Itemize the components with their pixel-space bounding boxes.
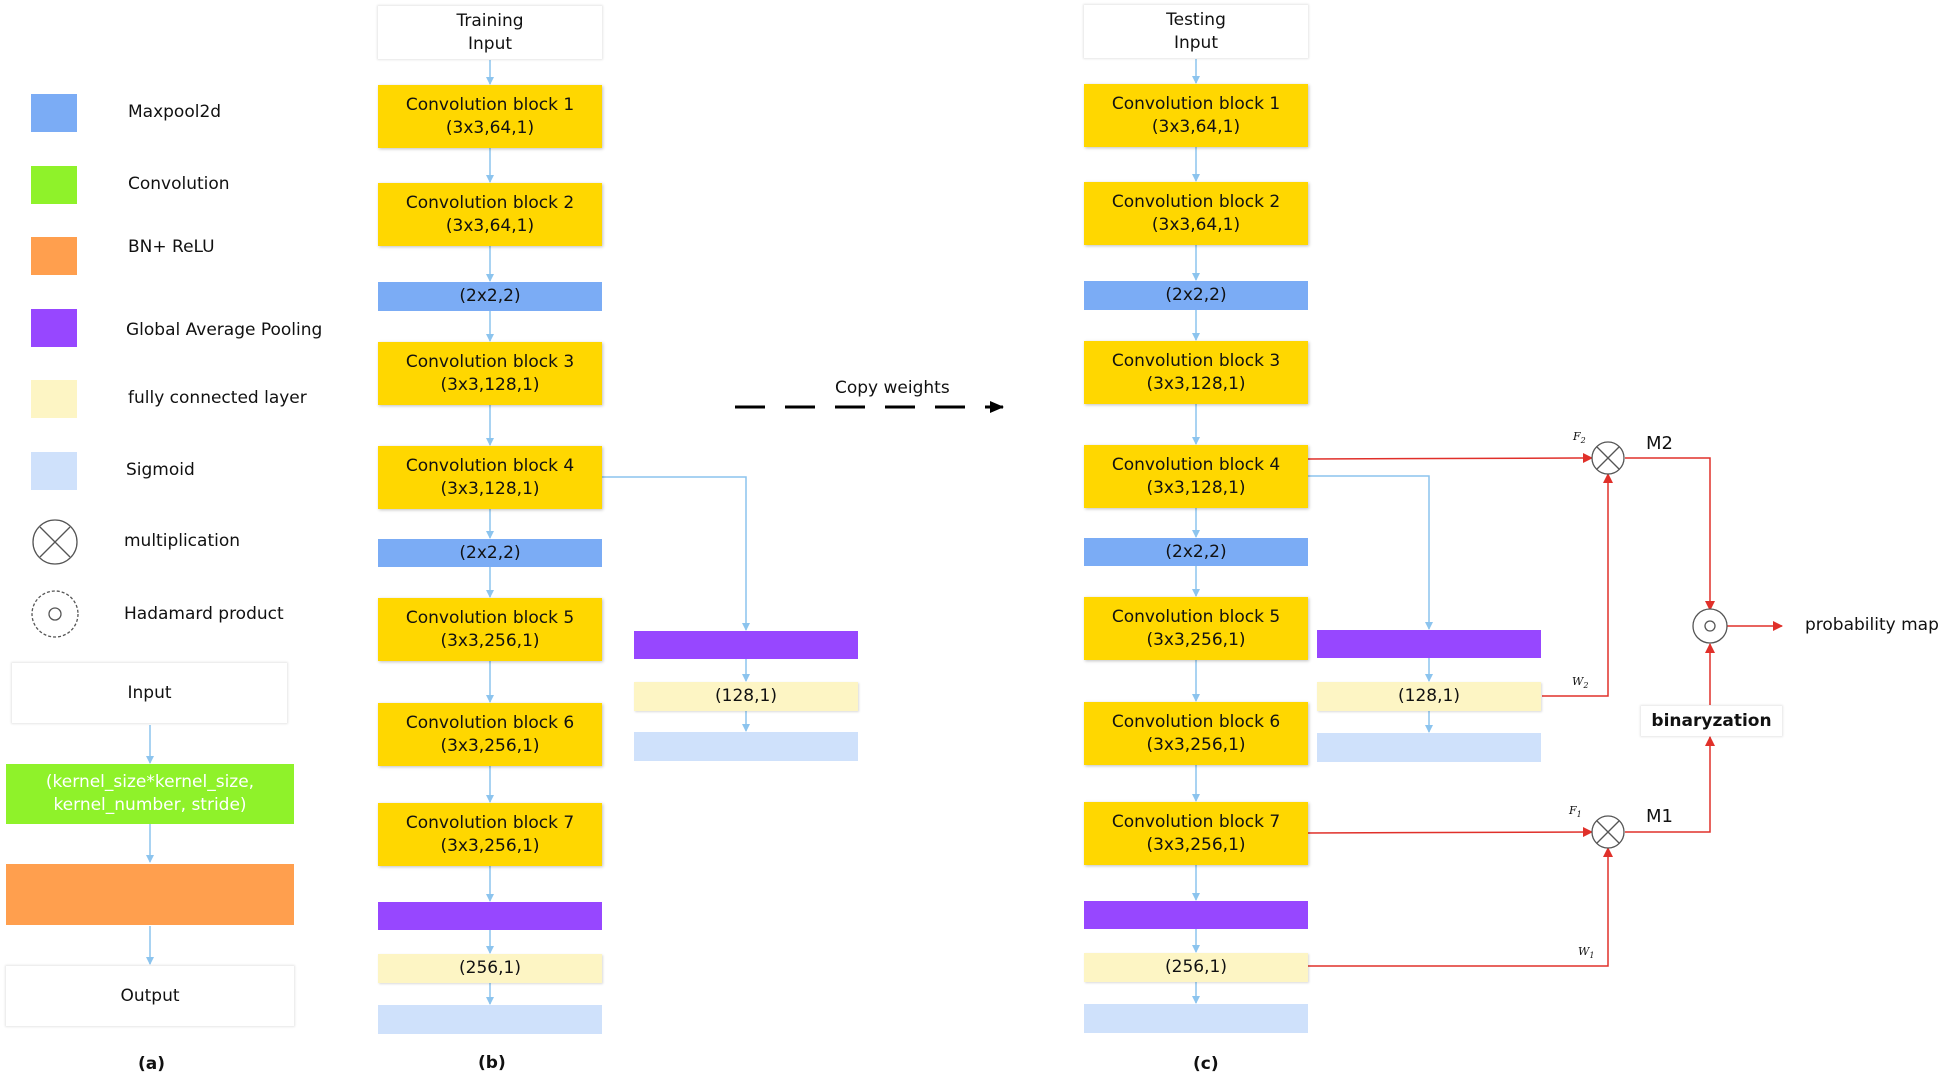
multiplication-icon-m2 — [1591, 441, 1625, 475]
testing-maxpool-1: (2x2,2) — [1084, 281, 1308, 310]
testing-conv-block-1: Convolution block 1 (3x3,64,1) — [1084, 84, 1308, 147]
testing-branch-global-average-pooling — [1317, 630, 1541, 658]
legend-label-gap: Global Average Pooling — [126, 320, 323, 340]
training-input-box: Training Input — [378, 6, 602, 59]
copy-weights-label: Copy weights — [835, 378, 950, 398]
legend-hadamard-product-icon — [31, 590, 79, 638]
legend-convolution-box: (kernel_size*kernel_size, kernel_number,… — [6, 764, 294, 824]
legend-swatch-fc — [31, 380, 77, 418]
legend-swatch-maxpool — [31, 94, 77, 132]
training-conv-block-5: Convolution block 5 (3x3,256,1) — [378, 598, 602, 661]
training-sigmoid — [378, 1005, 602, 1034]
testing-flow-arrows — [1192, 59, 1433, 1004]
multiplication-icon-m1 — [1591, 815, 1625, 849]
training-maxpool-1: (2x2,2) — [378, 282, 602, 311]
testing-sigmoid — [1084, 1004, 1308, 1033]
legend-label-sigmoid: Sigmoid — [126, 460, 195, 480]
m1-label: M1 — [1646, 806, 1673, 827]
legend-label-fc: fully connected layer — [128, 388, 307, 408]
legend-swatch-convolution — [31, 166, 77, 204]
training-conv-block-3: Convolution block 3 (3x3,128,1) — [378, 342, 602, 405]
fusion-arrows — [1307, 453, 1783, 967]
f2-symbol: F2 — [1573, 430, 1586, 446]
testing-fc-layer: (256,1) — [1084, 953, 1308, 982]
legend-label-bn-relu: BN+ ReLU — [128, 237, 215, 257]
training-global-average-pooling — [378, 902, 602, 930]
testing-conv-block-7: Convolution block 7 (3x3,256,1) — [1084, 802, 1308, 865]
panel-label-a: (a) — [138, 1054, 166, 1074]
legend-swatch-bn-relu — [31, 237, 77, 275]
w1-symbol: W1 — [1578, 945, 1595, 961]
testing-conv-block-5: Convolution block 5 (3x3,256,1) — [1084, 597, 1308, 660]
legend-bn-relu-box — [6, 864, 294, 925]
legend-label-maxpool: Maxpool2d — [128, 102, 222, 122]
legend-input-box: Input — [12, 663, 287, 723]
testing-maxpool-2: (2x2,2) — [1084, 538, 1308, 566]
legend-label-hadamard: Hadamard product — [124, 604, 284, 624]
training-conv-block-4: Convolution block 4 (3x3,128,1) — [378, 446, 602, 509]
legend-swatch-gap — [31, 309, 77, 347]
binaryzation-box: binaryzation — [1641, 706, 1782, 736]
w2-symbol: W2 — [1572, 675, 1589, 691]
panel-label-b: (b) — [478, 1053, 506, 1073]
legend-multiplication-icon — [32, 519, 78, 565]
training-conv-block-6: Convolution block 6 (3x3,256,1) — [378, 703, 602, 766]
legend-label-convolution: Convolution — [128, 174, 230, 194]
training-conv-block-7: Convolution block 7 (3x3,256,1) — [378, 803, 602, 866]
f1-symbol: F1 — [1569, 804, 1582, 820]
testing-input-box: Testing Input — [1084, 5, 1308, 58]
panel-label-c: (c) — [1193, 1054, 1219, 1074]
m2-label: M2 — [1646, 433, 1673, 454]
testing-conv-block-4: Convolution block 4 (3x3,128,1) — [1084, 445, 1308, 508]
testing-branch-sigmoid — [1317, 733, 1541, 762]
legend-swatch-sigmoid — [31, 452, 77, 490]
hadamard-product-icon-output — [1692, 608, 1728, 644]
testing-global-average-pooling — [1084, 901, 1308, 929]
training-fc-layer: (256,1) — [378, 954, 602, 983]
training-branch-sigmoid — [634, 732, 858, 761]
training-conv-block-1: Convolution block 1 (3x3,64,1) — [378, 85, 602, 148]
testing-conv-block-6: Convolution block 6 (3x3,256,1) — [1084, 702, 1308, 765]
training-flow-arrows — [486, 60, 750, 1005]
training-conv-block-2: Convolution block 2 (3x3,64,1) — [378, 183, 602, 246]
training-branch-global-average-pooling — [634, 631, 858, 659]
testing-conv-block-3: Convolution block 3 (3x3,128,1) — [1084, 341, 1308, 404]
training-branch-fc-layer: (128,1) — [634, 682, 858, 711]
training-maxpool-2: (2x2,2) — [378, 539, 602, 567]
legend-label-multiplication: multiplication — [124, 531, 241, 551]
legend-output-box: Output — [6, 966, 294, 1026]
testing-conv-block-2: Convolution block 2 (3x3,64,1) — [1084, 182, 1308, 245]
probability-map-label: probability map — [1805, 615, 1939, 635]
testing-branch-fc-layer: (128,1) — [1317, 682, 1541, 711]
